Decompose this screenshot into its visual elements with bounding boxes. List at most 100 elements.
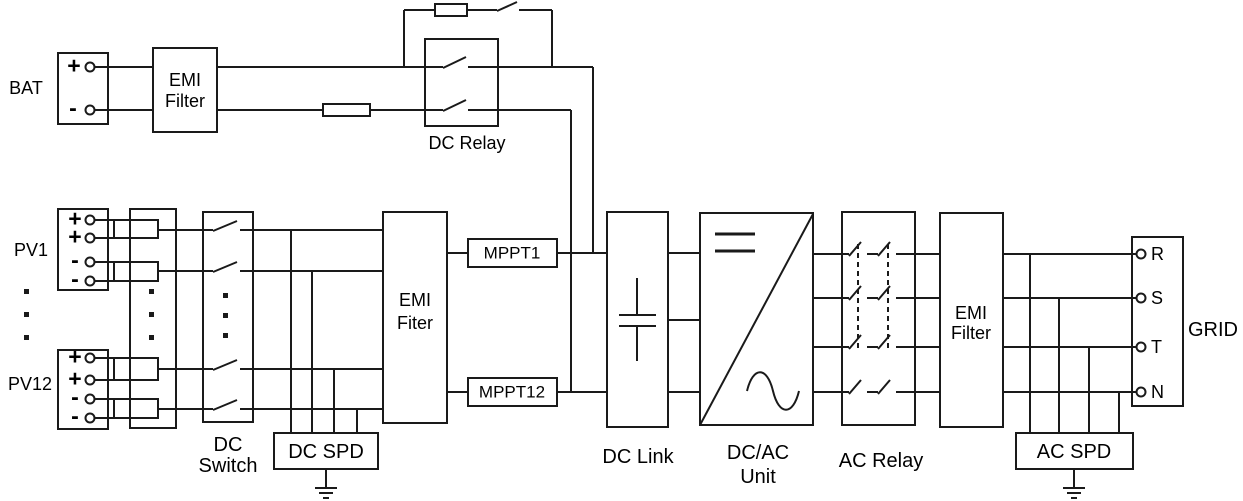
ac-relay-label: AC Relay [838,450,924,472]
grid-terminal-circle [1135,341,1147,353]
ac-sine-symbol [746,371,800,411]
mppt1-label: MPPT1 [483,243,541,263]
pv12-terminal-circle [84,393,96,405]
pv12-box [57,349,109,430]
grid-terminal-circle [1135,248,1147,260]
dc-switch-box [202,211,254,423]
ac-relay-contact-row [842,334,915,350]
bat-negative-wire [95,109,572,392]
pv-emi-filter-label-2: Fiter [397,313,433,333]
combiner-output-wires [158,229,203,410]
grid-box [1131,236,1184,407]
bypass-fuse [434,3,468,17]
grid-terminal-r: R [1151,244,1164,264]
emi-to-grid-wires [1003,253,1136,393]
pv1-terminal-circle [84,232,96,244]
ac-emi-filter-label-2: Filter [951,323,991,343]
grid-section [1131,236,1184,407]
dc-link-box [606,211,669,428]
dc-switch-label-1: DC [213,434,243,456]
pv12-sign: - [71,402,79,429]
string-combiner-box [129,208,177,429]
mppt-wires [447,252,607,393]
mppt12-label: MPPT12 [478,382,546,402]
bat-positive-wire [95,66,594,253]
inverter-output-wires [813,253,842,393]
pv12-terminal-circle [84,412,96,424]
pv12-terminal-circle [84,374,96,386]
string-block [113,398,159,419]
string-block [113,261,159,282]
bat-emi-filter-label-2: Filter [165,91,205,111]
ac-relay-contact-row [842,379,915,395]
bat-fuse [322,103,371,117]
dc-symbol [715,232,755,253]
dc-switch-label-2: Switch [198,455,258,477]
ac-relay-box [841,211,916,426]
bat-plus-terminal-circle [84,61,96,73]
bat-minus-sign: - [69,94,77,121]
pv12-sign: + [68,343,82,370]
relay-to-emi-wires [915,253,940,393]
grid-terminal-circle [1135,386,1147,398]
grid-terminal-circle [1135,292,1147,304]
bypass-wire [403,9,553,67]
dc-spd-tap-wires [290,230,358,433]
ac-spd-label: AC SPD [1036,441,1112,463]
pv1-terminal-circle [84,256,96,268]
ac-emi-filter-box [939,212,1004,428]
string-block [113,357,159,381]
dc-link-to-inverter-wires [668,252,700,393]
pv1-sign: - [71,265,79,292]
mppt1-box [467,238,558,268]
dc-relay-contact-positive [425,56,498,69]
ac-relay-contact-row [842,285,915,301]
dc-relay-contact-negative [425,99,498,112]
string-block [113,219,159,239]
ac-relay-contact-row [842,241,915,257]
pv-string-wires [95,219,114,419]
pv12-terminal-circle [84,352,96,364]
bypass-switch-blade [496,1,518,12]
battery-section [57,1,594,392]
pv1-sign: + [68,205,82,232]
pv1-box [57,208,109,291]
dc-spd-ground-symbol [315,469,337,499]
pv-emi-filter-box [382,211,448,424]
dc-switch-blade [203,359,253,371]
pv1-terminal-circle [84,275,96,287]
bat-emi-filter-box [152,47,218,133]
bat-plus-sign: + [67,52,81,79]
dc-link-capacitor-symbol [619,278,656,361]
pv-input-section [24,208,607,499]
power-stage-section [606,211,1136,499]
bat-minus-terminal-circle [84,104,96,116]
pv-emi-filter-label-1: EMI [398,290,432,310]
grid-terminal-s: S [1151,288,1164,308]
bat-box [57,52,109,125]
dcac-unit-label-1: DC/AC [726,442,790,464]
dc-switch-blade [203,261,253,273]
bat-label: BAT [9,78,43,98]
dc-bus-wires [253,229,383,410]
pv1-sign: + [68,223,82,250]
ac-spd-tap-wires [1029,254,1120,433]
ac-emi-filter-label-1: EMI [954,303,988,323]
pv1-label: PV1 [13,240,49,260]
grid-terminal-t: T [1151,337,1162,357]
mppt12-box [467,377,558,407]
ellipsis-dots [24,289,228,340]
pv12-sign: + [68,365,82,392]
grid-label: GRID [1188,319,1238,341]
pv12-sign: - [71,383,79,410]
dc-switch-blade [203,399,253,411]
dcac-unit-label-2: Unit [740,466,776,488]
dcac-unit-box [699,212,814,426]
dcac-diagonal [699,213,814,426]
dc-relay-label: DC Relay [428,133,506,153]
dc-link-label: DC Link [602,446,674,468]
pv1-terminal-circle [84,214,96,226]
pv12-label: PV12 [7,374,53,394]
